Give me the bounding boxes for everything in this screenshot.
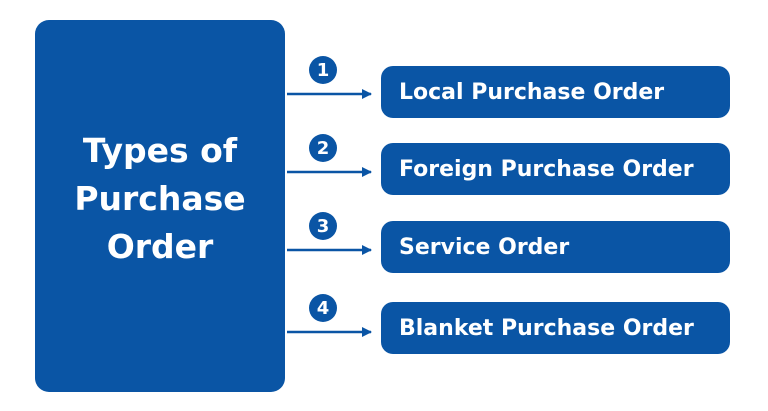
main-category-box: Types of Purchase Order	[35, 20, 285, 392]
number-badge-1: 1	[309, 56, 337, 84]
order-type-label-4: Blanket Purchase Order	[399, 315, 694, 341]
main-title-line-3: Order	[106, 227, 214, 266]
order-type-box-3: Service Order	[381, 221, 730, 273]
order-type-label-1: Local Purchase Order	[399, 79, 665, 105]
main-title: Types of Purchase Order	[74, 127, 245, 271]
number-badge-4: 4	[309, 294, 337, 322]
order-type-label-2: Foreign Purchase Order	[399, 156, 694, 182]
number-badge-3: 3	[309, 212, 337, 240]
main-title-line-1: Types of	[82, 131, 238, 170]
order-type-box-4: Blanket Purchase Order	[381, 302, 730, 354]
order-type-label-3: Service Order	[399, 234, 570, 260]
order-type-box-1: Local Purchase Order	[381, 66, 730, 118]
number-badge-2: 2	[309, 134, 337, 162]
main-title-line-2: Purchase	[74, 179, 246, 218]
order-type-box-2: Foreign Purchase Order	[381, 143, 730, 195]
